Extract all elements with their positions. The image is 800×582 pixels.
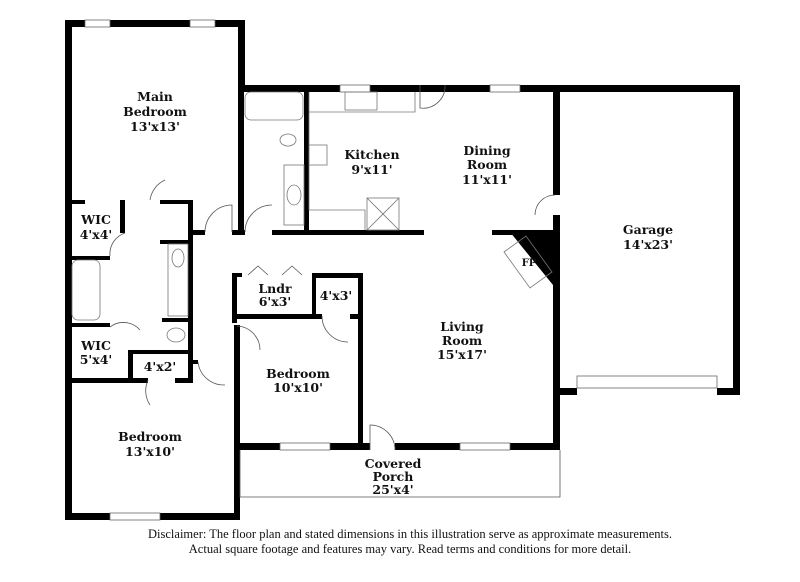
porch-dim: 25'x4' — [372, 482, 413, 497]
main-bedroom-label: Main — [137, 89, 173, 104]
room-labels: Main Bedroom 13'x13' Kitchen 9'x11' Dini… — [80, 89, 673, 497]
fridge-icon — [366, 197, 400, 231]
dining-room-label: Dining — [463, 143, 511, 158]
wic-1-dim: 4'x4' — [80, 227, 113, 242]
toilet-icon — [279, 133, 297, 147]
porch-label: Covered — [365, 456, 422, 471]
toilet-icon — [166, 327, 186, 343]
living-room-label-2: Room — [442, 333, 482, 348]
kitchen-sink-icon — [344, 91, 378, 111]
bedroom-3-label: Bedroom — [118, 429, 182, 444]
main-bedroom-label-2: Bedroom — [123, 104, 187, 119]
fireplace-label: FP — [522, 258, 537, 269]
bedroom-2-label: Bedroom — [266, 366, 330, 381]
laundry-label: Lndr — [258, 281, 292, 296]
stove-icon — [308, 144, 328, 166]
wic-2-label: WIC — [80, 338, 111, 353]
bathtub-icon — [244, 91, 304, 121]
living-room-label: Living — [440, 319, 484, 334]
wic-2-dim: 5'x4' — [80, 352, 113, 367]
bedroom-2-dim: 10'x10' — [273, 380, 323, 395]
garage-dim: 14'x23' — [623, 237, 673, 252]
kitchen-label: Kitchen — [344, 147, 399, 162]
sink-icon — [286, 184, 302, 206]
closet-4x2-dim: 4'x2' — [144, 359, 177, 374]
sink-icon — [171, 248, 185, 268]
kitchen-dim: 9'x11' — [351, 162, 392, 177]
garage-label: Garage — [623, 222, 673, 237]
dining-room-label-2: Room — [467, 157, 507, 172]
windows — [84, 19, 718, 521]
porch-outline — [239, 450, 561, 498]
wic-1-label: WIC — [80, 212, 111, 227]
garage-door — [576, 375, 718, 389]
disclaimer-line-1: Disclaimer: The floor plan and stated di… — [148, 527, 672, 541]
fireplace-icon — [510, 232, 553, 285]
laundry-dim: 6'x3' — [259, 294, 292, 309]
doors — [109, 84, 556, 451]
fixtures — [71, 91, 553, 343]
disclaimer-line-2: Actual square footage and features may v… — [189, 542, 631, 556]
closet-4x3-dim: 4'x3' — [320, 288, 353, 303]
porch-label-2: Porch — [373, 469, 414, 484]
living-room-dim: 15'x17' — [437, 347, 487, 362]
bedroom-3-dim: 13'x10' — [125, 444, 175, 459]
main-bedroom-dim: 13'x13' — [130, 119, 180, 134]
dining-room-dim: 11'x11' — [462, 172, 512, 187]
bathtub-icon — [71, 259, 101, 321]
